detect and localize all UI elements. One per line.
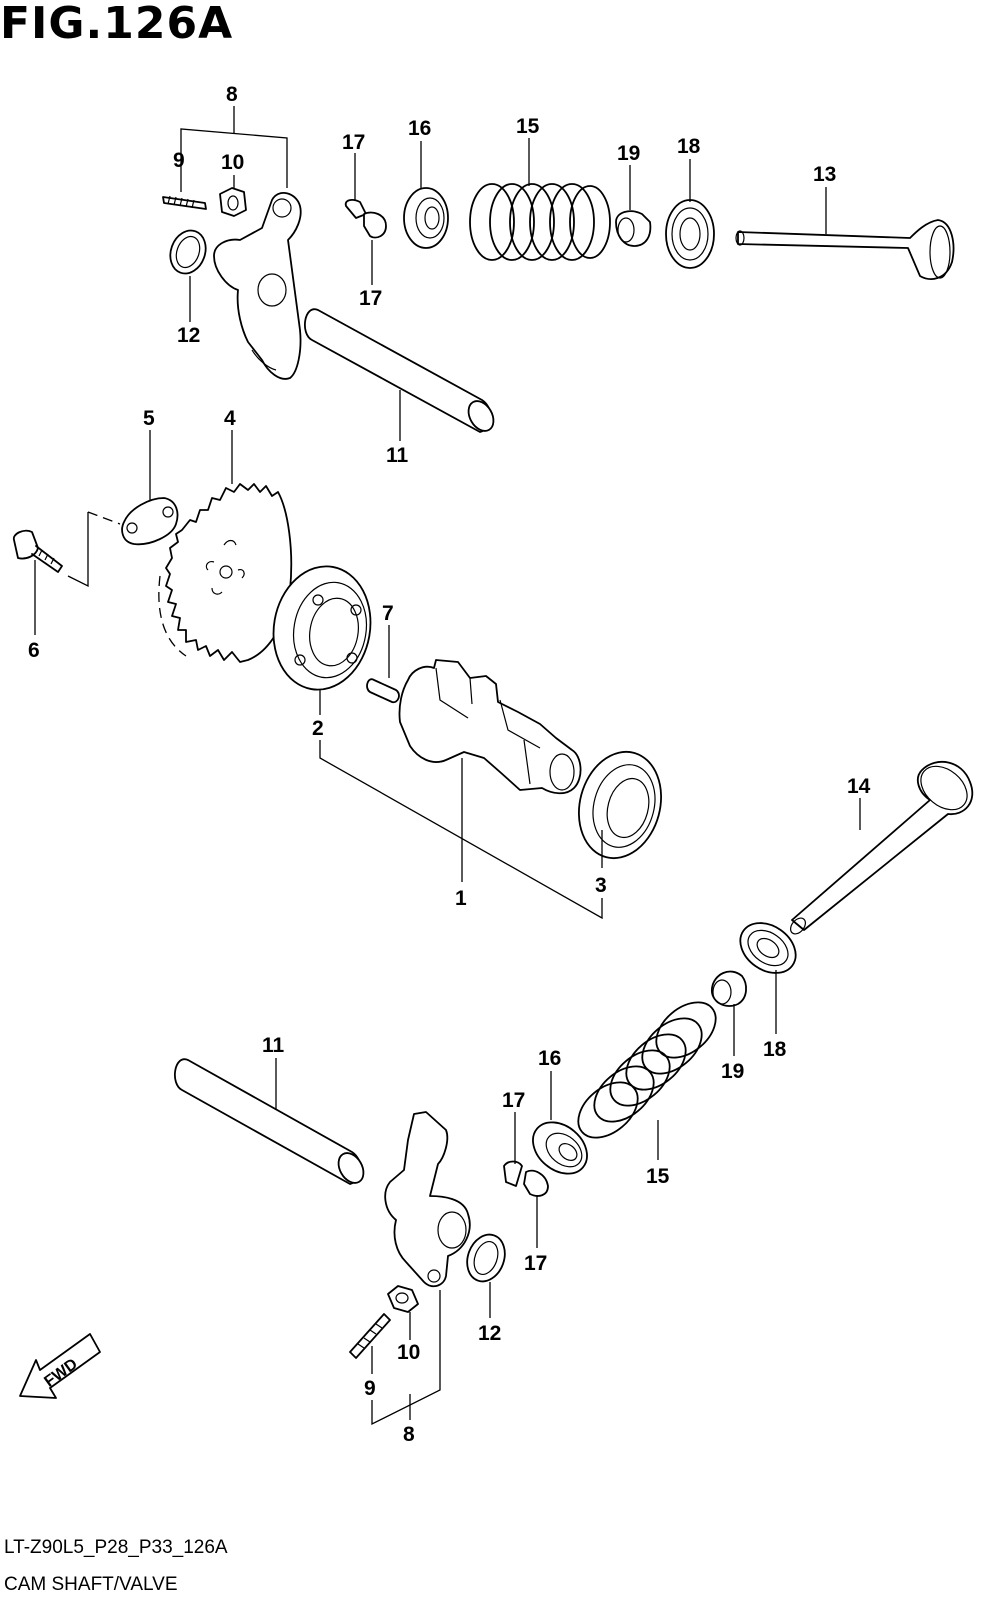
valve-spring-seat-top bbox=[665, 199, 715, 269]
callout-1: 1 bbox=[455, 887, 467, 910]
callout-16-bot: 16 bbox=[538, 1047, 561, 1070]
rocker-arm-bottom bbox=[384, 1111, 471, 1288]
callout-17-top-b: 17 bbox=[359, 287, 382, 310]
callout-19-top: 19 bbox=[617, 142, 640, 165]
figure-title: FIG.126A bbox=[0, 0, 234, 49]
callout-7: 7 bbox=[382, 602, 394, 625]
callout-9-bot: 9 bbox=[364, 1377, 376, 1400]
callout-12-top: 12 bbox=[177, 324, 200, 347]
o-ring-bottom bbox=[466, 1233, 506, 1283]
valve-spring-top bbox=[469, 183, 611, 261]
dowel-pin bbox=[366, 678, 400, 704]
fwd-arrow-icon: FWD bbox=[19, 1333, 101, 1399]
o-ring-top bbox=[169, 229, 207, 275]
callout-14: 14 bbox=[847, 775, 871, 798]
valve-spring-retainer-top bbox=[403, 187, 449, 249]
cotter-top bbox=[344, 199, 387, 239]
callout-8-bot: 8 bbox=[403, 1423, 415, 1446]
valve-stem-seal-bottom bbox=[711, 970, 747, 1007]
callout-10-top: 10 bbox=[221, 151, 244, 174]
callout-18-top: 18 bbox=[677, 135, 701, 158]
rocker-shaft-bottom bbox=[174, 1058, 365, 1185]
diagram-code: LT-Z90L5_P28_P33_126A bbox=[4, 1537, 228, 1558]
valve-stem-seal-top bbox=[615, 210, 652, 247]
camshaft bbox=[398, 659, 582, 795]
rocker-shaft-top bbox=[304, 308, 495, 433]
callout-2: 2 bbox=[312, 717, 324, 740]
diagram-caption: CAM SHAFT/VALVE bbox=[4, 1574, 178, 1595]
callout-15-top: 15 bbox=[516, 115, 540, 138]
callout-13: 13 bbox=[813, 163, 836, 186]
callout-18-bot: 18 bbox=[763, 1038, 787, 1061]
callout-17-bot-b: 17 bbox=[524, 1252, 547, 1275]
adjusting-screw-top bbox=[162, 195, 207, 210]
callout-10-bot: 10 bbox=[397, 1341, 420, 1364]
leader-lines bbox=[34, 106, 861, 1426]
valve-spring-bottom bbox=[577, 1001, 717, 1139]
valve-spring-seat-bottom bbox=[739, 922, 797, 974]
cotter-bottom bbox=[503, 1160, 549, 1197]
callout-11-bot: 11 bbox=[262, 1034, 285, 1057]
cam-sprocket bbox=[158, 483, 293, 663]
callout-17-bot-a: 17 bbox=[502, 1089, 525, 1112]
callout-19-bot: 19 bbox=[721, 1060, 744, 1083]
callout-numbers: 8 9 10 12 17 17 16 15 19 18 13 11 5 4 6 … bbox=[28, 83, 871, 1446]
lock-nut-bottom bbox=[387, 1285, 419, 1313]
callout-17-top-a: 17 bbox=[342, 131, 365, 154]
adjusting-screw-bottom bbox=[349, 1313, 391, 1359]
callout-12-bot: 12 bbox=[478, 1322, 501, 1345]
exhaust-valve bbox=[735, 219, 955, 280]
callout-3: 3 bbox=[595, 874, 607, 897]
lock-nut-top bbox=[219, 187, 247, 217]
camshaft-bearing-right bbox=[578, 750, 662, 860]
callout-6: 6 bbox=[28, 639, 40, 662]
intake-valve bbox=[790, 761, 974, 935]
cam-sprocket-plate bbox=[121, 497, 179, 546]
callout-8-top: 8 bbox=[226, 83, 238, 106]
callout-15-bot: 15 bbox=[646, 1165, 670, 1188]
camshaft-bearing-left bbox=[272, 565, 372, 691]
callout-11-top: 11 bbox=[386, 444, 409, 467]
rocker-arm-top bbox=[213, 192, 302, 380]
callout-5: 5 bbox=[143, 407, 155, 430]
callout-4: 4 bbox=[224, 407, 236, 430]
callout-9-top: 9 bbox=[173, 149, 185, 172]
callout-16-top: 16 bbox=[408, 117, 431, 140]
cam-sprocket-bolt bbox=[12, 529, 63, 573]
valve-spring-retainer-bottom bbox=[532, 1121, 588, 1175]
